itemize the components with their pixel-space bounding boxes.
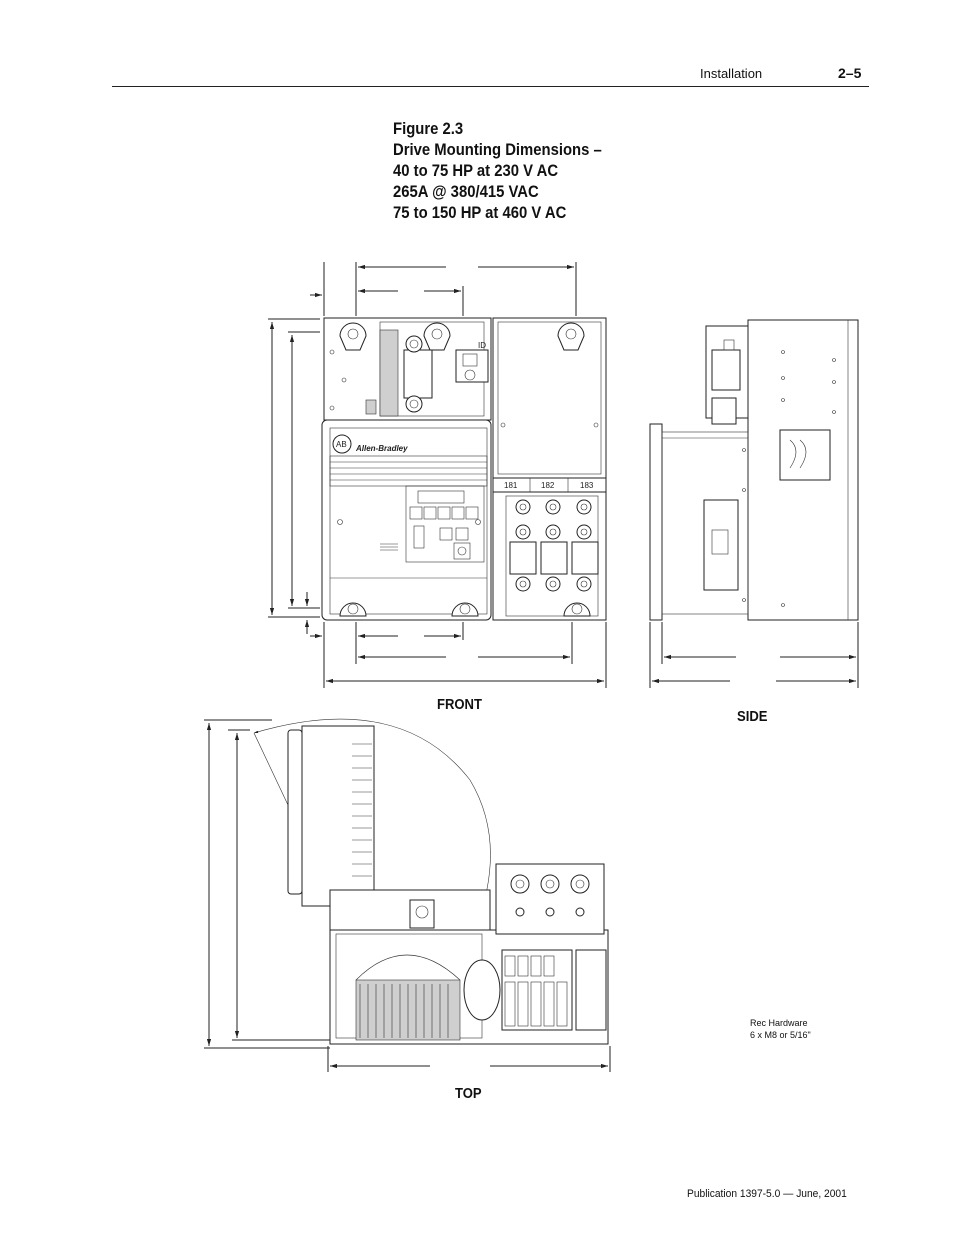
allen-bradley-logo: AB [336, 440, 347, 449]
rec-hardware-line: Rec Hardware [750, 1018, 808, 1028]
header-page-number: 2–5 [838, 65, 862, 81]
terminal-label: 182 [541, 481, 555, 490]
header-rule [112, 86, 869, 87]
front-view: ID AB Allen-Bradley [268, 262, 607, 688]
terminal-label: 183 [580, 481, 594, 490]
figure-title-line: 265A @ 380/415 VAC [393, 183, 539, 201]
figure-title-line: 75 to 150 HP at 460 V AC [393, 204, 567, 222]
brand-label: Allen-Bradley [355, 444, 408, 453]
figure-title: Figure 2.3 Drive Mounting Dimensions – 4… [393, 119, 602, 224]
publication-footer: Publication 1397-5.0 — June, 2001 [687, 1188, 847, 1200]
header-section-title: Installation [700, 66, 763, 81]
front-view-label: FRONT [437, 697, 482, 713]
rec-hardware-line: 6 x M8 or 5/16" [750, 1030, 811, 1040]
figure-title-line: Drive Mounting Dimensions – [393, 141, 602, 159]
top-view-label: TOP [455, 1086, 482, 1102]
side-view [649, 319, 859, 688]
svg-text:ID: ID [478, 341, 486, 350]
figure-title-line: Figure 2.3 [393, 120, 464, 138]
figure-title-line: 40 to 75 HP at 230 V AC [393, 162, 559, 180]
top-view [204, 718, 611, 1072]
side-view-label: SIDE [737, 709, 768, 725]
rec-hardware-note: Rec Hardware 6 x M8 or 5/16" [750, 1017, 811, 1041]
terminal-label: 181 [504, 481, 518, 490]
